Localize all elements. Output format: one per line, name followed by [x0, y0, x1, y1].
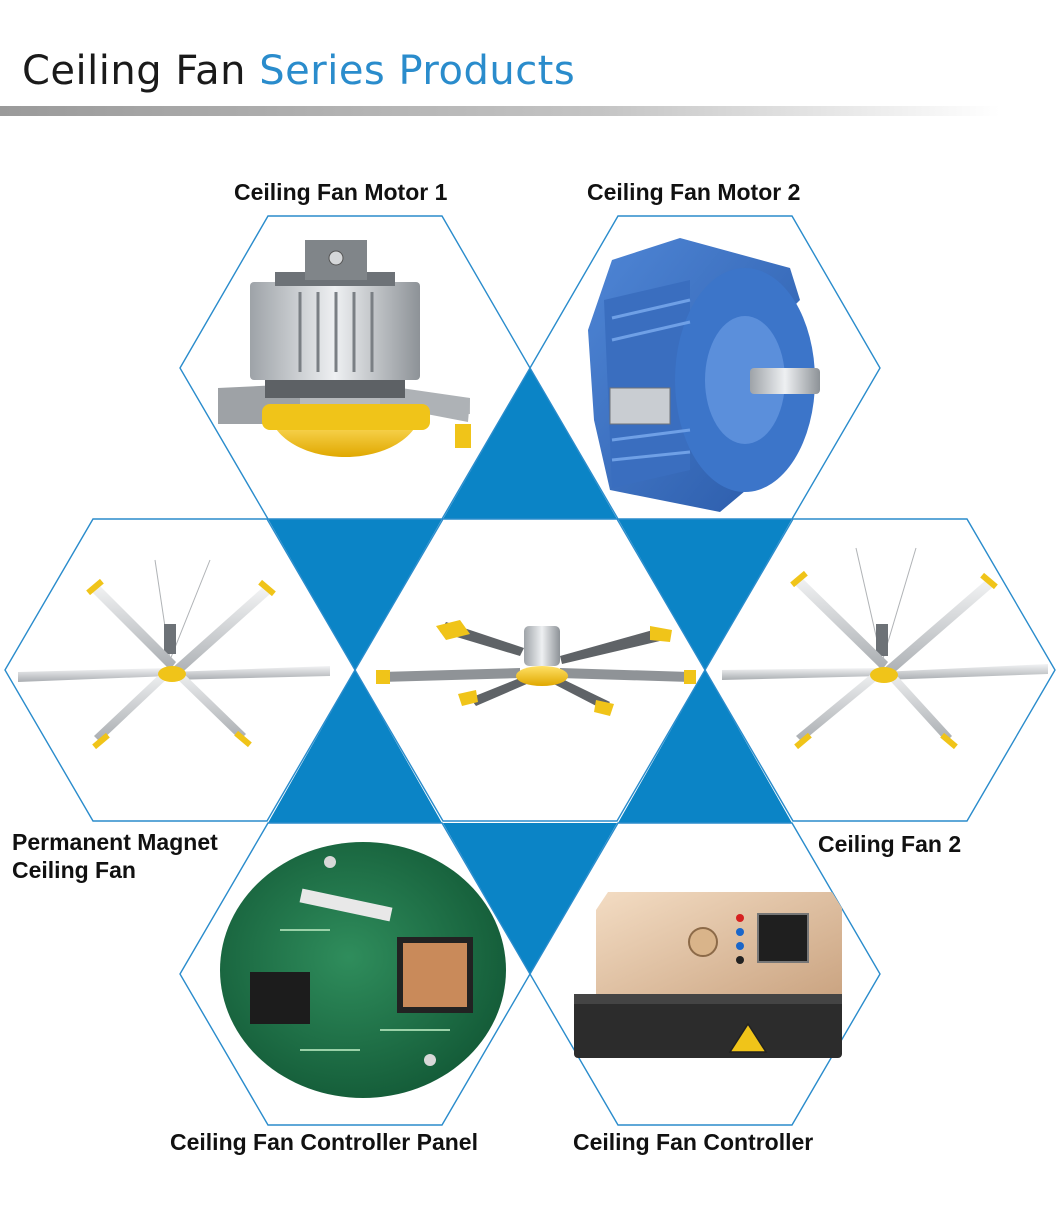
title-accent: Series Products	[259, 48, 576, 94]
ceiling-fan-2-icon	[722, 547, 1048, 750]
label-controller-panel: Ceiling Fan Controller Panel	[170, 1129, 478, 1155]
triangle-6	[443, 823, 617, 974]
label-motor-2: Ceiling Fan Motor 2	[587, 179, 801, 205]
label-pm-fan-line1: Permanent Magnet	[12, 829, 218, 855]
hexagon-outlines	[4, 215, 1056, 1126]
triangle-5	[618, 670, 792, 823]
label-pm-fan-line2: Ceiling Fan	[12, 857, 136, 883]
triangle-1	[443, 368, 617, 519]
triangle-2	[268, 519, 442, 670]
ceiling-fan-center-icon	[376, 620, 696, 716]
title-main: Ceiling Fan	[22, 48, 247, 94]
hex-controller	[529, 822, 881, 1126]
triangle-3	[618, 519, 792, 670]
page-title: Ceiling Fan Series Products	[22, 48, 575, 94]
hex-motor-2	[529, 215, 881, 520]
title-underline	[0, 106, 1000, 116]
controller-panel-icon	[220, 842, 506, 1098]
controller-icon	[574, 892, 842, 1058]
label-controller: Ceiling Fan Controller	[573, 1129, 814, 1155]
label-fan-2: Ceiling Fan 2	[818, 831, 962, 857]
label-pm-fan: Permanent Magnet Ceiling Fan	[12, 828, 218, 884]
triangle-4	[268, 670, 442, 823]
motor-2-icon	[588, 238, 820, 512]
hex-fan-2	[704, 518, 1056, 822]
blue-triangles	[268, 368, 792, 974]
pm-ceiling-fan-icon	[18, 559, 330, 750]
label-motor-1: Ceiling Fan Motor 1	[234, 179, 448, 205]
motor-1-icon	[218, 240, 471, 457]
